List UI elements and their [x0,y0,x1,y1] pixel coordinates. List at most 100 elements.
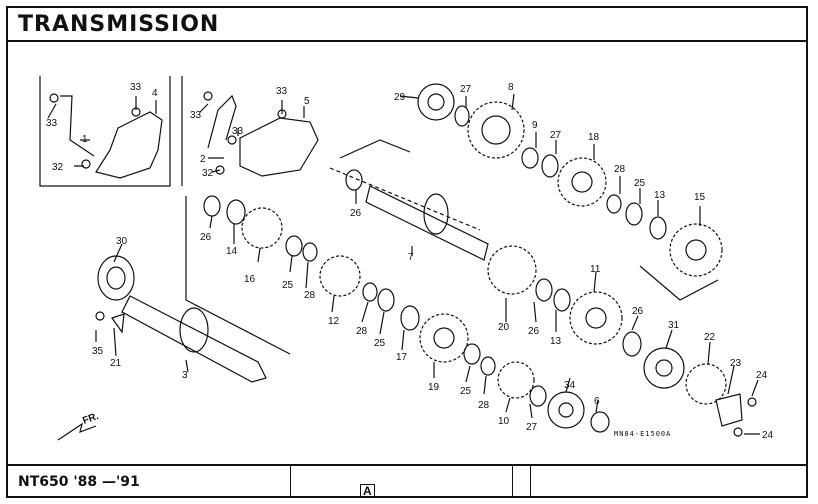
callout-22: 22 [704,332,716,343]
bushing-14 [226,199,246,225]
callout-35: 35 [92,346,104,357]
callout-27: 27 [526,422,538,433]
bolt-33e [227,135,237,145]
circlip-28b [302,242,318,262]
callout-29: 29 [394,92,406,103]
callout-5: 5 [304,96,310,107]
callout-31: 31 [668,320,680,331]
bearing-34 [547,391,585,429]
washer-27 [454,105,470,127]
callout-9: 9 [532,120,538,131]
callout-10: 10 [498,416,510,427]
bearing-31-inner [655,359,673,377]
gear-10 [497,361,535,399]
footer-divider [512,466,513,498]
callout-26: 26 [528,326,540,337]
front-arrow-icon [57,422,97,441]
callout-33: 33 [130,82,142,93]
washer-26d [622,331,642,357]
gear-20 [487,245,537,295]
callout-6: 6 [594,396,600,407]
callout-14: 14 [226,246,238,257]
bushing-17 [400,305,420,331]
callout-17: 17 [396,352,408,363]
washer-26b [203,195,221,217]
callout-13: 13 [654,190,666,201]
washer-25c [377,288,395,312]
set-plate-21 [111,313,125,334]
callout-27: 27 [460,84,472,95]
callout-26: 26 [632,306,644,317]
group-bracket-top [339,139,411,159]
callout-21: 21 [110,358,122,369]
countershaft-splines [423,193,449,235]
bearing-29 [417,83,455,121]
callout-28: 28 [614,164,626,175]
callout-30: 30 [116,236,128,247]
bearing-29-inner [427,93,445,111]
gear-15-hub [685,239,707,261]
callout-11: 11 [590,264,601,275]
callout-28: 28 [356,326,368,337]
callout-28: 28 [304,290,316,301]
callout-18: 18 [588,132,600,143]
callout-23: 23 [730,358,742,369]
page-title: TRANSMISSION [18,12,220,37]
callout-25: 25 [282,280,294,291]
group-bracket-right [639,265,719,301]
model-label: NT650 '88 —'91 [18,474,140,490]
gear-11 [569,291,623,345]
shift-rod-1 [60,95,95,157]
footer-divider [290,466,291,498]
callout-34: 34 [564,380,576,391]
callout-33: 33 [232,126,244,137]
shift-bracket-5 [239,117,319,177]
bearing-30-inner [106,266,126,290]
gear-12 [319,255,361,297]
bolt-33 [203,91,213,101]
gear-18-hub [571,171,593,193]
callout-3: 3 [182,370,188,381]
callout-25: 25 [634,178,646,189]
washer-25b [285,235,303,257]
callout-26: 26 [200,232,212,243]
title-bar: TRANSMISSION [8,8,806,42]
callout-2: 2 [200,154,206,165]
gear-8 [467,101,525,159]
callout-7: 7 [408,252,414,263]
group-bracket-line [185,196,291,355]
callout-25: 25 [374,338,386,349]
callout-12: 12 [328,316,340,327]
drive-sprocket-22 [685,363,727,405]
callout-27: 27 [550,130,562,141]
circlip-28c [362,282,378,302]
callout-28: 28 [478,400,490,411]
callout-16: 16 [244,274,256,285]
bushing-9 [521,147,539,169]
bolt-33c [49,93,59,103]
shift-rod-2 [207,94,237,149]
callout-24: 24 [756,370,768,381]
footer: NT650 '88 —'91 A [8,464,806,498]
washer-26c [535,278,553,302]
callout-33: 33 [46,118,58,129]
washer-27b [541,154,559,178]
callout-8: 8 [508,82,514,93]
diagram-code: MN84-E1500A [614,430,672,438]
section-letter: A [360,484,375,498]
washer-32b [215,165,225,175]
footer-divider [530,466,531,498]
washer-27c [529,385,547,407]
callout-20: 20 [498,322,510,333]
bushing-13 [649,216,667,240]
bearing-30 [97,255,135,301]
callout-32: 32 [52,162,64,173]
gear-16 [241,207,283,249]
bushing-13b [553,288,571,312]
sprocket-plate-23 [715,393,743,427]
bearing-31 [643,347,685,389]
gear-8-hub [481,115,511,145]
assembly-axis-line [329,167,481,231]
callout-26: 26 [350,208,362,219]
